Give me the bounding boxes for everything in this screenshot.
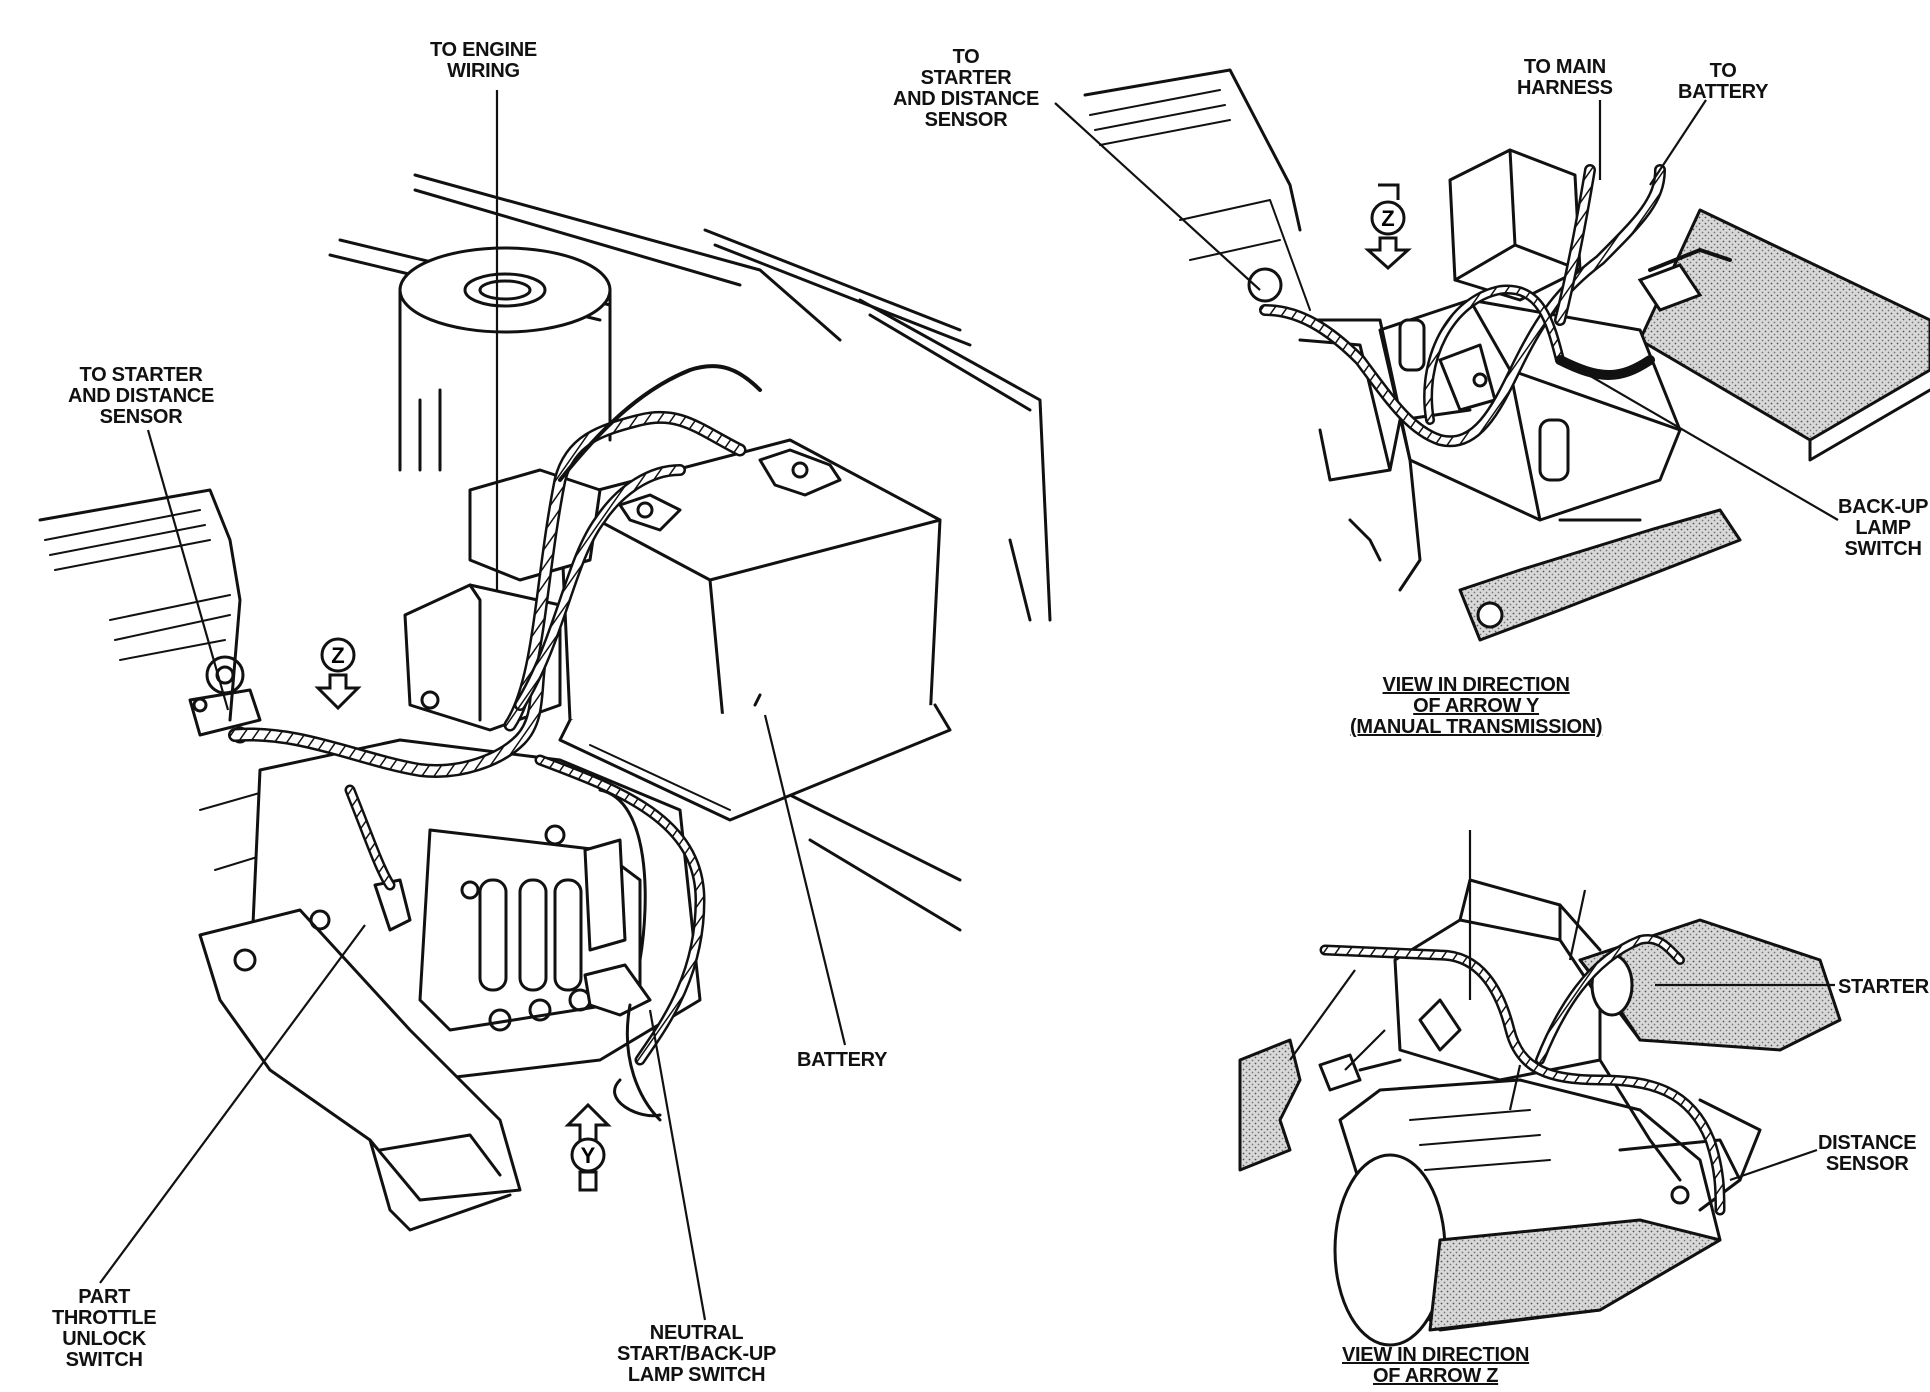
- view-y-inset: [1083, 68, 1930, 642]
- air-cleaner: [398, 246, 612, 472]
- main-engine-view: [38, 173, 1052, 1232]
- arrow-z-main-letter: Z: [331, 643, 344, 668]
- label-to-starter-right: TO STARTER AND DISTANCE SENSOR: [893, 46, 1040, 131]
- arrow-z-main: Z: [314, 637, 362, 711]
- label-to-starter-left: TO STARTER AND DISTANCE SENSOR: [68, 364, 215, 428]
- leader-to-battery: [1649, 99, 1707, 186]
- label-view-y: VIEW IN DIRECTION OF ARROW Y (MANUAL TRA…: [1350, 674, 1603, 738]
- leader-distance-sensor: [1729, 1148, 1818, 1182]
- label-to-engine-wiring: TO ENGINE WIRING: [430, 39, 537, 82]
- label-battery: BATTERY: [797, 1049, 888, 1071]
- leader-neutral-start: [648, 1009, 707, 1321]
- leader-to-starter-left: [146, 429, 230, 711]
- label-to-battery: TO BATTERY: [1678, 60, 1769, 103]
- label-neutral-start: NEUTRAL START/BACK-UP LAMP SWITCH: [617, 1322, 777, 1386]
- label-starter: STARTER: [1838, 976, 1929, 998]
- label-distance-sensor: DISTANCE SENSOR: [1818, 1132, 1917, 1175]
- engine-block: [38, 488, 301, 871]
- arrow-z-inset: Z: [1364, 183, 1412, 271]
- leader-lines: [99, 90, 1839, 1321]
- label-view-z: VIEW IN DIRECTION OF ARROW Z: [1342, 1344, 1530, 1387]
- label-to-main-harness: TO MAIN HARNESS: [1517, 56, 1613, 99]
- arrow-y-main-letter: Y: [581, 1143, 596, 1168]
- label-part-throttle: PART THROTTLE UNLOCK SWITCH: [52, 1286, 157, 1371]
- leader-to-starter-right: [1054, 102, 1261, 291]
- view-y-harness: [1259, 164, 1732, 448]
- main-harness: [228, 364, 762, 1066]
- battery-block: [558, 438, 952, 822]
- view-z-harness: [1319, 934, 1726, 1216]
- arrow-z-inset-letter: Z: [1381, 206, 1394, 231]
- label-backup-lamp: BACK-UP LAMP SWITCH: [1838, 496, 1929, 560]
- leader-battery: [763, 714, 847, 1046]
- leader-part-throttle: [99, 924, 366, 1284]
- neutral-switch-connector: [583, 963, 662, 1122]
- leader-backup-lamp: [1579, 369, 1839, 521]
- arrow-y-main: Y: [564, 1102, 612, 1192]
